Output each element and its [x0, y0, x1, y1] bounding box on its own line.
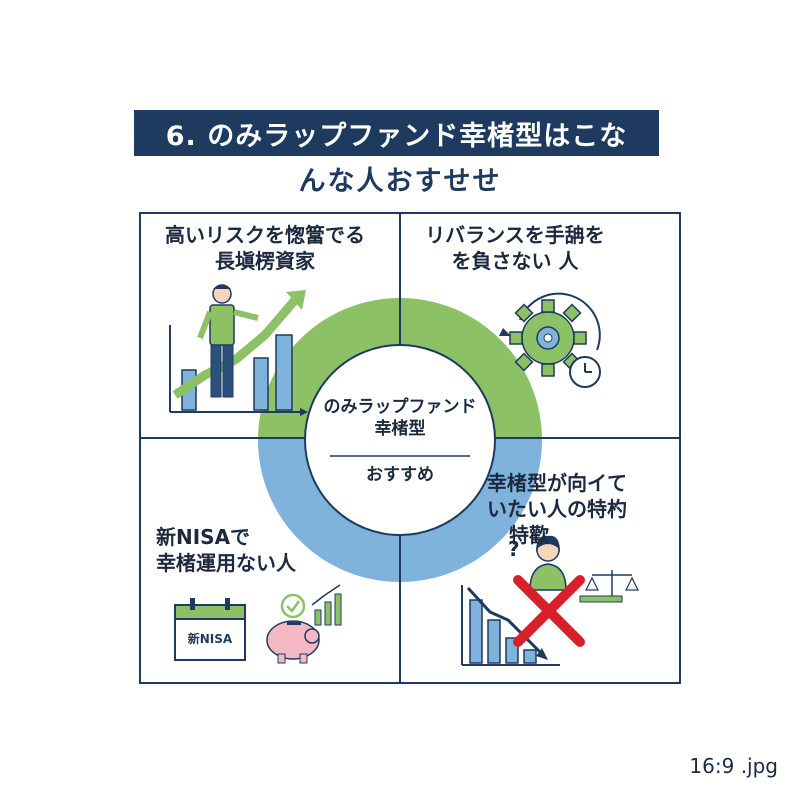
quadrant-top-left-label: 高いリスクを愡簹でる 長塡楞資家 [150, 222, 380, 274]
center-circle [304, 344, 496, 536]
quadrant-top-right-label: リバランスを手舑を を負さない 人 [410, 222, 620, 274]
gear-clock-icon [499, 292, 601, 388]
center-line2: 幸楮型 [374, 419, 426, 439]
center-label-top: のみラップファンド 幸楮型 [310, 396, 490, 440]
declining-chart-icon [461, 585, 560, 666]
mini-growth-chart-icon [311, 584, 342, 626]
calendar-nisa-icon: 新NISA [174, 598, 246, 661]
businessman-chart-icon [169, 284, 308, 416]
quadrant-top-left-line2: 長塡楞資家 [215, 249, 315, 273]
title-line1: 6. のみラップファンド幸楮型はこな [165, 120, 628, 152]
piggy-bank-icon [266, 620, 320, 664]
balance-scale-icon [579, 570, 639, 603]
quadrant-top-left-line1: 高いリスクを愡簹でる [165, 223, 365, 247]
center-label-bottom: おすすめ [366, 465, 434, 485]
grid-frame [139, 212, 681, 684]
checkmark-icon [280, 593, 306, 619]
footer-filename: 16:9 .jpg [689, 754, 778, 778]
quadrant-top-right-line2: を負さない 人 [451, 249, 579, 273]
woman-icon [529, 535, 567, 591]
quadrant-bottom-left-line1: 新NISAで [156, 525, 251, 549]
question-mark-text: ? [508, 537, 520, 561]
quadrant-bottom-right-line2: いたい人の特杓 [487, 497, 627, 521]
quadrant-bottom-right-line1: 幸楮型が向イて [487, 471, 627, 495]
red-cross-icon [513, 575, 585, 647]
quadrant-top-right-line1: リバランスを手舑を [425, 223, 605, 247]
title-line2: んな人おすせせ [298, 166, 502, 197]
quadrant-bottom-left-line2: 幸楮運用ない人 [156, 551, 296, 575]
quadrant-bottom-right-label: 幸楮型が向イて いたい人の特杓 特歡 [487, 470, 657, 548]
quadrant-bottom-left-label: 新NISAで 幸楮運用ない人 [156, 524, 376, 576]
nisa-badge-text: 新NISA [188, 631, 233, 646]
title-banner: 6. のみラップファンド幸楮型はこな [134, 110, 659, 156]
quadrant-bottom-right-line3: 特歡 [509, 523, 549, 547]
center-line1: のみラップファンド [323, 397, 477, 417]
